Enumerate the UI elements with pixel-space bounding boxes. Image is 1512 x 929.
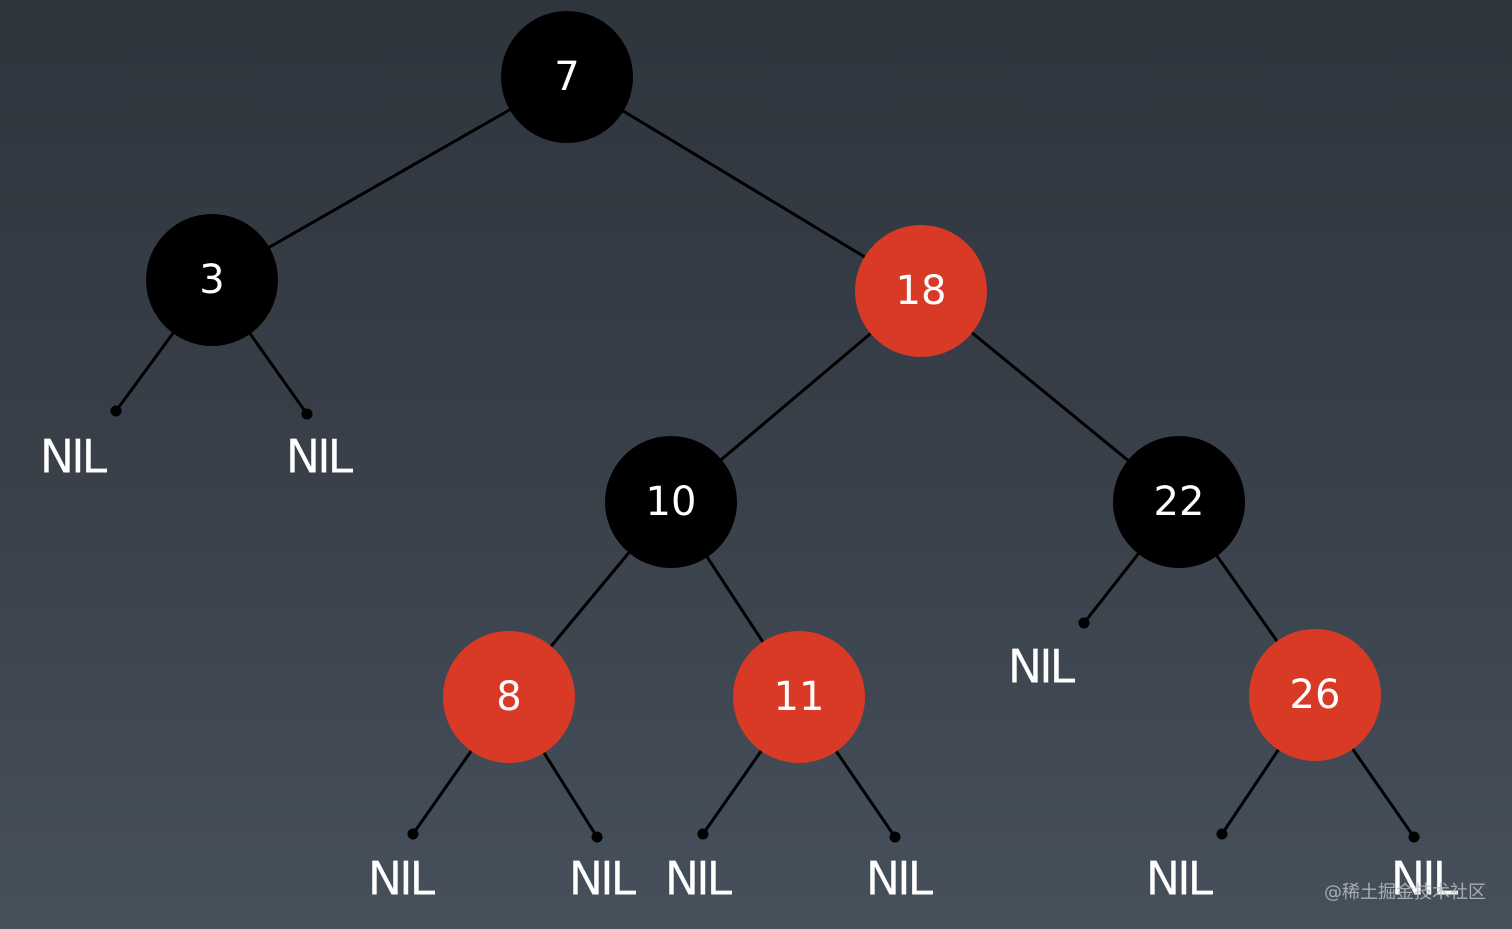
nil-dot-n26_right — [1408, 831, 1420, 843]
node-label-8: 8 — [496, 674, 521, 720]
node-circle-8 — [443, 631, 575, 763]
node-label-7: 7 — [554, 54, 579, 100]
nil-label-n11_right: NIL — [866, 852, 934, 906]
nil-dot-n3_right — [301, 408, 313, 420]
nil-label-n22_left: NIL — [1008, 640, 1076, 694]
node-label-26: 26 — [1290, 672, 1341, 718]
node-label-22: 22 — [1154, 479, 1205, 525]
edges-layer — [211, 75, 1317, 698]
node-circle-26 — [1249, 629, 1381, 761]
node-circle-3 — [146, 214, 278, 346]
tree-node-11: 11 — [733, 631, 865, 763]
nodes-layer: 7 3 18 10 22 8 11 26 — [146, 11, 1381, 763]
nil-label-n26_right: NIL — [1391, 852, 1459, 906]
node-label-18: 18 — [896, 268, 947, 314]
nil-label-n8_left: NIL — [368, 852, 436, 906]
edge-n7-n3 — [211, 75, 568, 282]
node-circle-11 — [733, 631, 865, 763]
nil-dot-n11_right — [889, 831, 901, 843]
tree-node-3: 3 — [146, 214, 278, 346]
nil-label-n11_left: NIL — [665, 852, 733, 906]
node-circle-10 — [605, 436, 737, 568]
nil-label-n3_right: NIL — [286, 430, 354, 484]
nil-label-n3_left: NIL — [40, 430, 108, 484]
tree-node-8: 8 — [443, 631, 575, 763]
nil-leaves-layer: NIL NIL NIL NIL NIL NIL NIL NIL NIL — [40, 279, 1462, 906]
node-circle-7 — [501, 11, 633, 143]
node-circle-18 — [855, 225, 987, 357]
nil-dot-n8_right — [591, 831, 603, 843]
tree-node-10: 10 — [605, 436, 737, 568]
nil-label-n26_left: NIL — [1146, 852, 1214, 906]
edge-n7-n18 — [566, 75, 922, 293]
nil-dot-n22_left — [1078, 617, 1090, 629]
node-circle-22 — [1113, 436, 1245, 568]
tree-node-26: 26 — [1249, 629, 1381, 761]
node-label-10: 10 — [646, 479, 697, 525]
nil-dot-n8_left — [407, 828, 419, 840]
node-label-11: 11 — [774, 674, 825, 720]
nil-dot-n11_left — [697, 828, 709, 840]
node-label-3: 3 — [199, 257, 224, 303]
nil-dot-n3_left — [110, 405, 122, 417]
tree-node-18: 18 — [855, 225, 987, 357]
nil-label-n8_right: NIL — [569, 852, 637, 906]
tree-node-22: 22 — [1113, 436, 1245, 568]
tree-node-7: 7 — [501, 11, 633, 143]
watermark-text: @稀土掘金技术社区 — [1324, 882, 1486, 903]
nil-dot-n26_left — [1216, 828, 1228, 840]
